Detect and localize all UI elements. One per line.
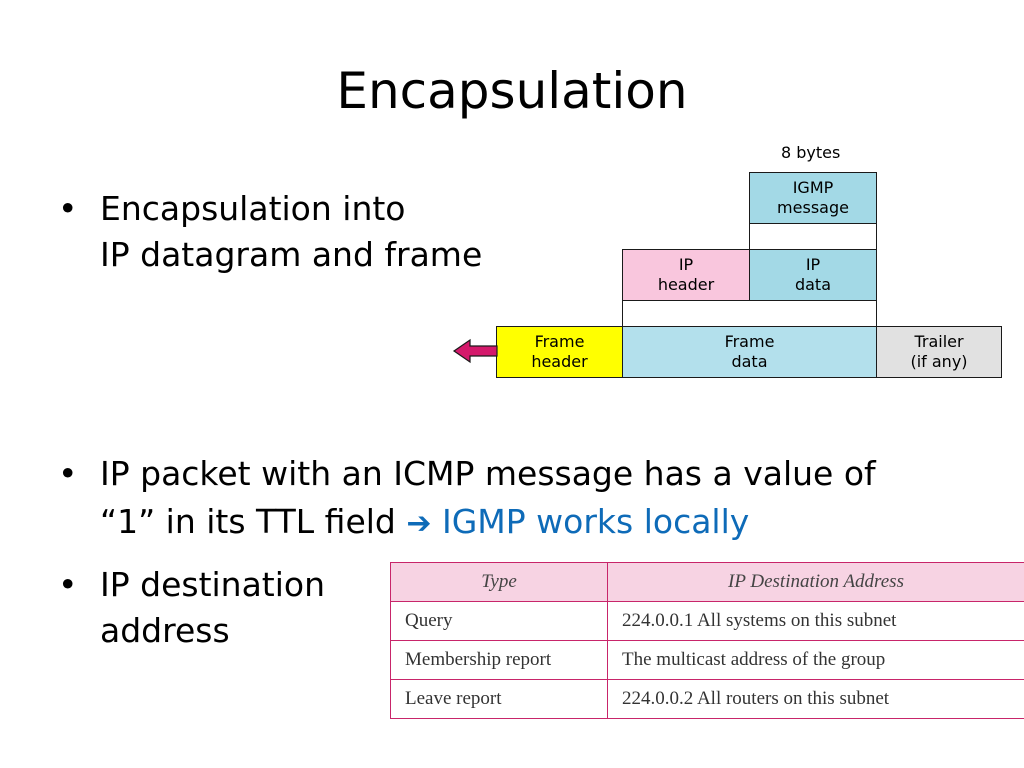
bullet-line: address	[100, 611, 230, 650]
box-label: IP	[678, 255, 694, 274]
table-cell: The multicast address of the group	[607, 640, 1024, 680]
ip-data-box: IP data	[749, 249, 877, 301]
box-label: Frame	[534, 332, 585, 351]
column-header-type: Type	[390, 562, 608, 602]
box-label: Frame	[724, 332, 775, 351]
igmp-gap-box	[749, 223, 877, 250]
bullet-line: IP packet with an ICMP message has a val…	[100, 454, 876, 493]
table-cell: 224.0.0.1 All systems on this subnet	[607, 601, 1024, 641]
box-label: data	[731, 352, 768, 371]
table-cell: Membership report	[390, 640, 608, 680]
box-label: IGMP	[792, 178, 834, 197]
bullet-dot: •	[58, 565, 78, 604]
table-cell: Leave report	[390, 679, 608, 719]
ttl-text: “1” in its TTL field	[100, 502, 396, 541]
table-header-row: Type IP Destination Address	[390, 562, 1024, 602]
table-row: Membership report The multicast address …	[390, 640, 1024, 680]
ip-gap-box	[622, 300, 877, 327]
ip-header-box: IP header	[622, 249, 750, 301]
box-label: (if any)	[910, 352, 968, 371]
right-arrow-icon: ➔	[406, 506, 432, 541]
bullet-line-2: “1” in its TTL field ➔ IGMP works locall…	[100, 499, 749, 547]
bullet-line: IP destination	[100, 565, 326, 604]
column-header-address: IP Destination Address	[607, 562, 1024, 602]
table-row: Leave report 224.0.0.2 All routers on th…	[390, 679, 1024, 719]
table-cell: Query	[390, 601, 608, 641]
bullet-line: IP datagram and frame	[100, 235, 483, 274]
slide-title: Encapsulation	[336, 62, 688, 120]
bullet-dot: •	[58, 454, 78, 493]
box-label: IP	[805, 255, 821, 274]
box-label: data	[794, 275, 832, 294]
bullet-line: Encapsulation into	[100, 189, 406, 228]
size-label: 8 bytes	[781, 143, 841, 162]
box-label: header	[531, 352, 588, 371]
table-cell: 224.0.0.2 All routers on this subnet	[607, 679, 1024, 719]
igmp-destination-table: Type IP Destination Address Query 224.0.…	[390, 562, 1024, 719]
box-label: header	[657, 275, 715, 294]
left-arrow-icon	[452, 338, 498, 364]
frame-data-box: Frame data	[622, 326, 877, 378]
box-label: Trailer	[914, 332, 964, 351]
box-label: message	[777, 198, 849, 217]
igmp-local-highlight: IGMP works locally	[442, 502, 750, 541]
frame-header-box: Frame header	[496, 326, 623, 378]
table-row: Query 224.0.0.1 All systems on this subn…	[390, 601, 1024, 641]
bullet-dot: •	[58, 189, 78, 228]
igmp-message-box: IGMP message	[749, 172, 877, 224]
trailer-box: Trailer (if any)	[876, 326, 1002, 378]
